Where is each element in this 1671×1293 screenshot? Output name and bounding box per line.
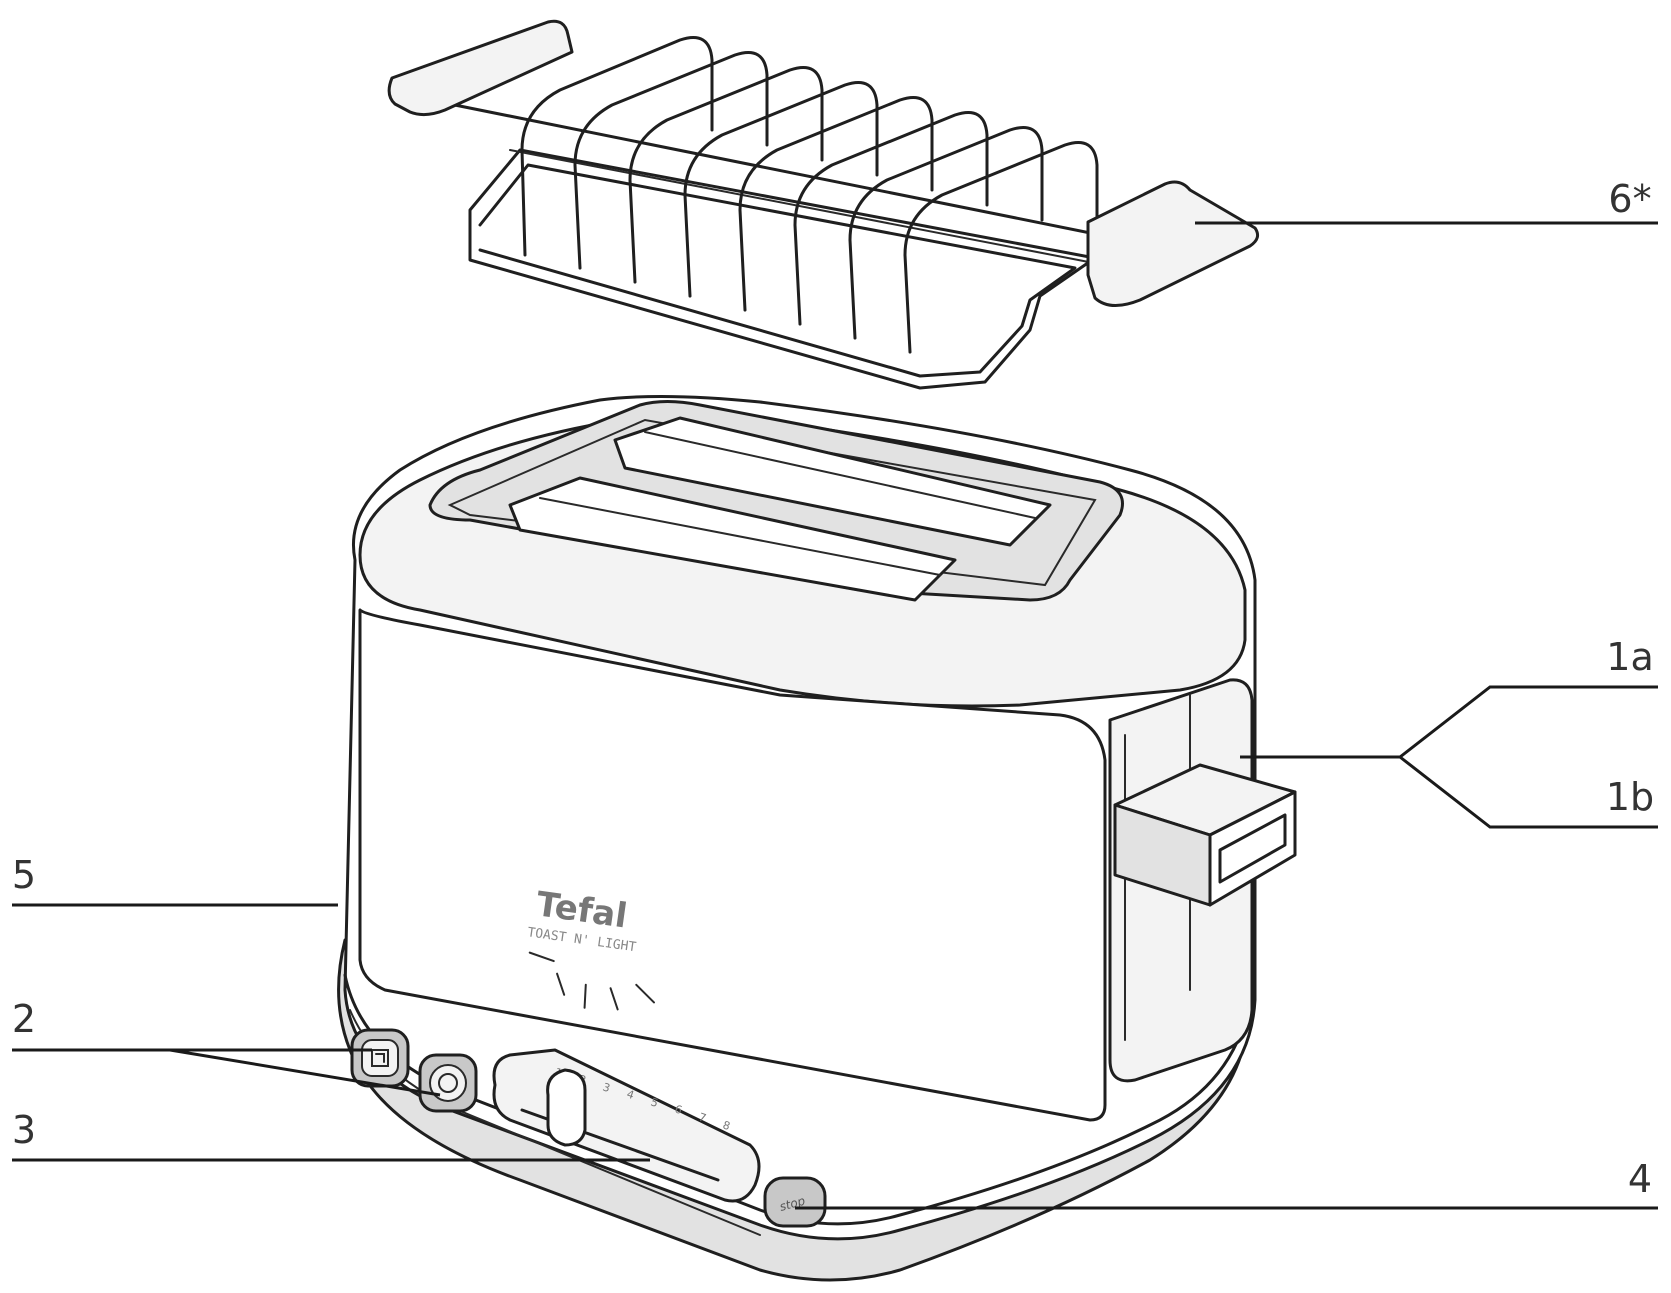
front-panel (358, 608, 1107, 1122)
svg-text:3: 3 (601, 1080, 612, 1095)
callout-3: 3 (12, 1108, 36, 1152)
svg-text:5: 5 (649, 1095, 660, 1110)
slot-frame (428, 400, 1124, 602)
callout-1a: 1a (1606, 635, 1653, 679)
lever (1113, 763, 1297, 907)
callout-labels: 6* 1a 1b 5 2 3 4 (12, 177, 1654, 1201)
svg-text:8: 8 (721, 1118, 732, 1133)
browning-knob (546, 1068, 587, 1147)
callout-2: 2 (12, 997, 36, 1041)
callout-leaders (12, 221, 1658, 1210)
callout-6: 6* (1608, 177, 1651, 221)
defrost-icon (371, 1049, 389, 1067)
rack-handle-left (387, 19, 574, 117)
callout-5: 5 (12, 853, 36, 897)
svg-text:7: 7 (697, 1110, 708, 1125)
slot-frame-inner (447, 418, 1097, 587)
callout-4: 4 (1628, 1157, 1652, 1201)
lever-grip (1218, 813, 1287, 884)
browning-control: 1 2 3 4 5 6 7 8 (492, 1048, 761, 1203)
rack-mid-rail (509, 149, 1131, 271)
rack-wires (520, 36, 1099, 354)
callout-1b: 1b (1606, 775, 1654, 819)
rack-top-rail (428, 98, 1152, 247)
bottom-band (343, 973, 1252, 1226)
rack-base-frame (468, 148, 1097, 390)
rack-handle-right (1086, 180, 1260, 307)
rack-base-inner (478, 163, 1077, 378)
light-rays-icon (528, 951, 655, 1011)
stop-button: stop (763, 1176, 827, 1228)
reheat-icon (438, 1073, 458, 1093)
svg-text:6: 6 (673, 1102, 684, 1117)
leader-1a (1240, 685, 1658, 759)
toaster: Tefal TOAST N' LIGHT 1 2 (337, 394, 1297, 1282)
slot-front (508, 476, 957, 602)
leader-2b (169, 1048, 441, 1097)
svg-text:4: 4 (625, 1087, 636, 1102)
bun-warmer-rack (387, 19, 1260, 390)
leader-1b (1399, 755, 1658, 829)
